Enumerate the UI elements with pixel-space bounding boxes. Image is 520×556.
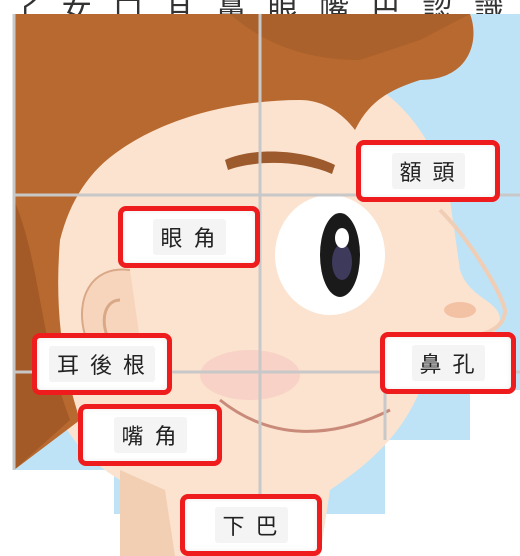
label-nostril[interactable]: 鼻 孔 (380, 332, 516, 394)
label-mouth-corner-text: 嘴 角 (113, 417, 187, 453)
label-chin-text: 下 巴 (214, 507, 288, 543)
smile-icon (219, 398, 391, 433)
label-behind-ear-text: 耳 後 根 (49, 346, 155, 382)
label-behind-ear[interactable]: 耳 後 根 (32, 333, 172, 395)
label-forehead-text: 額 頭 (391, 153, 465, 189)
label-chin[interactable]: 下 巴 (180, 494, 322, 556)
label-mouth-corner[interactable]: 嘴 角 (78, 404, 222, 466)
label-eye-corner[interactable]: 眼 角 (118, 206, 260, 268)
eyebrow (225, 151, 335, 174)
eye-icon (320, 213, 360, 297)
label-nostril-text: 鼻 孔 (411, 345, 485, 381)
label-forehead[interactable]: 額 頭 (356, 140, 500, 202)
page-heading: 了 女 口 耳 鼻 眼 嘴 巴 認 識 (0, 0, 520, 16)
hair-icon (14, 14, 474, 470)
label-eye-corner-text: 眼 角 (152, 219, 226, 255)
